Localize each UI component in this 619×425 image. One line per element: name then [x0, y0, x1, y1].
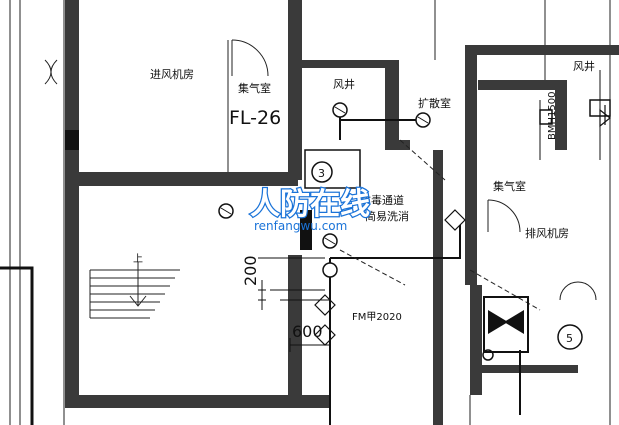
- stairs: [89, 262, 180, 319]
- valves: [314, 105, 611, 346]
- room-plenum-right: 集气室: [493, 179, 526, 193]
- thin-lines: [9, 0, 611, 425]
- room-shaft-right: 风井: [573, 59, 595, 73]
- fan-3-number: 3: [318, 167, 325, 180]
- dimensions: [258, 280, 331, 352]
- dim-200: 200: [241, 255, 260, 286]
- room-exhaust-fan: 排风机房: [525, 226, 569, 240]
- dim-600: 600: [292, 322, 323, 341]
- stair-up-label: 上: [133, 253, 143, 265]
- watermark-brand: 人防在线: [250, 187, 370, 222]
- room-intake-fan: 进风机房: [150, 67, 194, 81]
- room-plenum-top: 集气室: [238, 81, 271, 95]
- fan-equipment: [482, 99, 611, 361]
- vertical-tag: BMH1500: [547, 92, 558, 140]
- doors: [44, 39, 597, 301]
- diffuser-hatch: [220, 106, 429, 245]
- room-expansion: 扩散室: [418, 96, 451, 110]
- fan-5-circle: [557, 324, 583, 350]
- left-border: [0, 266, 34, 425]
- walls: [65, 0, 619, 425]
- fan-5-number: 5: [566, 332, 573, 345]
- room-simple-shower: 简易洗消: [365, 209, 409, 223]
- room-shaft-left: 风井: [333, 77, 355, 91]
- fl-label: FL-26: [229, 107, 281, 129]
- room-decon-passage: 防毒通道: [360, 193, 404, 207]
- door-code: FM甲2020: [352, 312, 402, 323]
- fan-3-circle: [311, 161, 333, 183]
- watermark-url: renfangwu.com: [254, 219, 347, 233]
